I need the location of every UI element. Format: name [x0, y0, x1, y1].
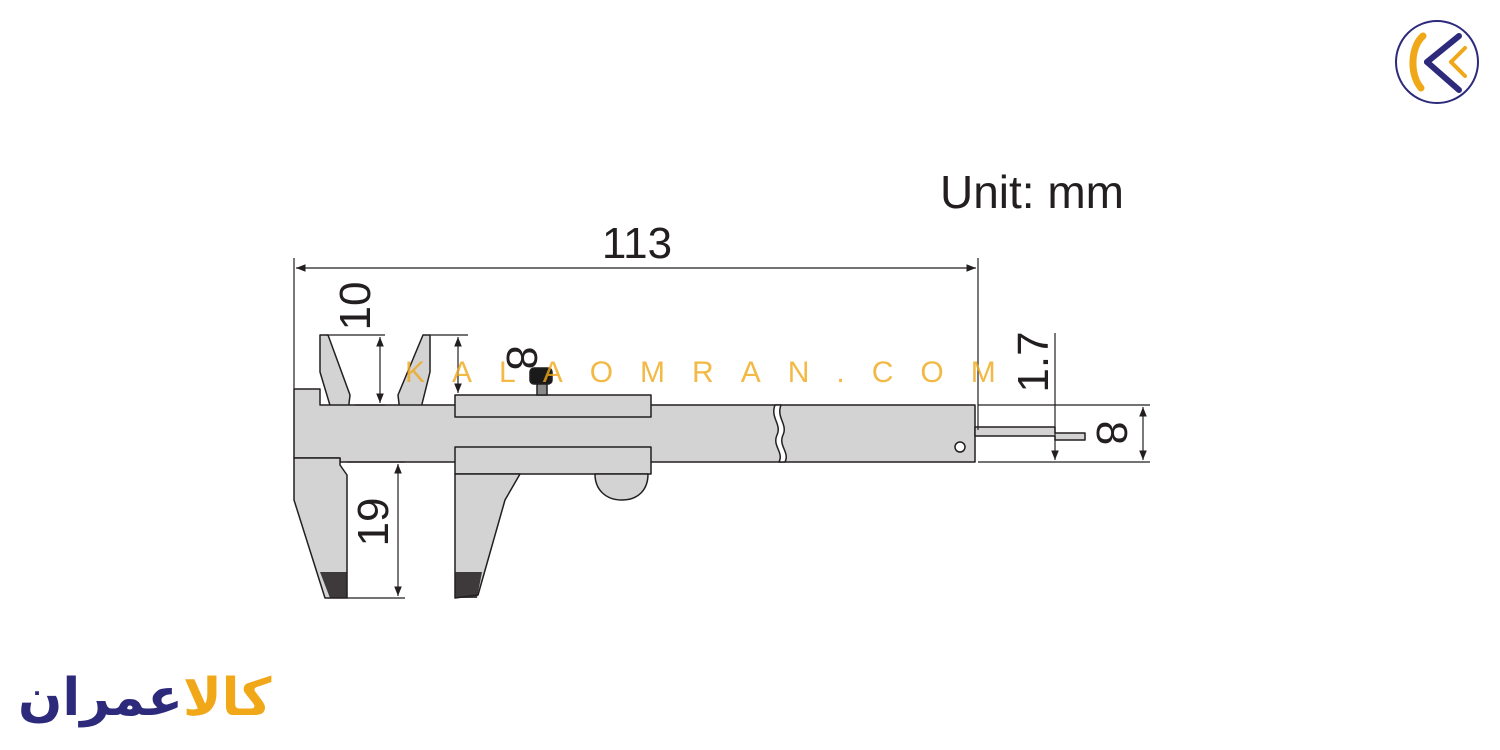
dim-lower-jaw-depth: 19 [349, 498, 398, 547]
caliper-body [293, 334, 1086, 599]
watermark-text: KALAOMRAN.COM [405, 356, 1023, 389]
jaw-tips [320, 572, 482, 598]
thumb-wheel [594, 473, 649, 501]
dim-outer-jaw-depth: 10 [331, 282, 380, 331]
logo-part-omran: عمران [18, 668, 183, 728]
slider-lower [454, 446, 652, 475]
unit-label: Unit: mm [940, 166, 1124, 218]
dim-overall-length: 113 [602, 219, 672, 268]
rod-pin [954, 441, 966, 453]
brand-logo: کالا عمران [18, 668, 271, 728]
slider [454, 394, 652, 418]
beam-break [773, 404, 787, 463]
fixed-inside-jaw [319, 334, 351, 413]
dimension-lines [293, 258, 1150, 599]
k-logo-icon [1395, 20, 1479, 104]
logo-part-kala: کالا [182, 668, 272, 728]
fixed-outside-jaw [293, 457, 348, 599]
lock-screw-head [529, 367, 553, 385]
dim-depth-rod-offset: 1.7 [1009, 331, 1058, 392]
dim-inner-jaw-depth: 8 [497, 346, 546, 370]
dim-beam-width: 8 [1087, 421, 1136, 445]
depth-rod [974, 426, 1086, 441]
